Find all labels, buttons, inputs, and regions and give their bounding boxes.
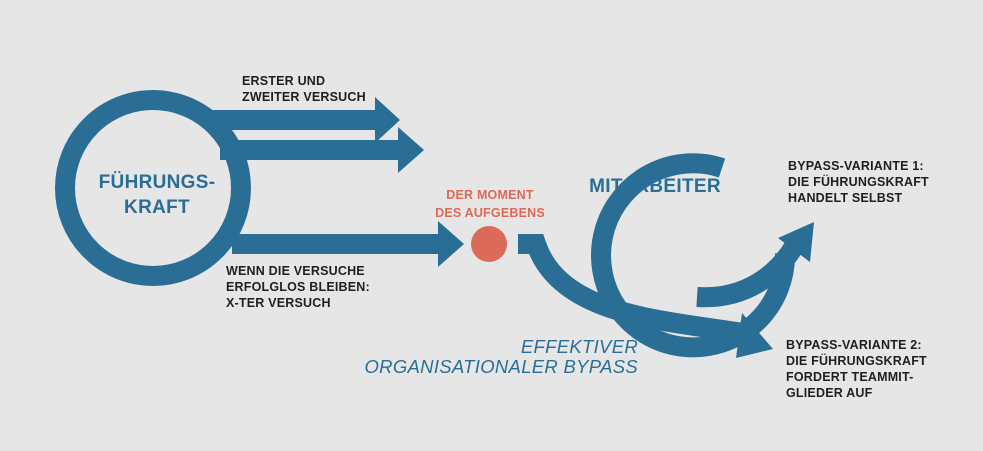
bypass-variant-2-label: BYPASS-VARIANTE 2: DIE FÜHRUNGSKRAFT FOR… bbox=[786, 338, 927, 400]
bypass-variant-1-label: BYPASS-VARIANTE 1: DIE FÜHRUNGSKRAFT HAN… bbox=[788, 159, 929, 205]
moment-dot bbox=[471, 226, 507, 262]
fuehrungskraft-label: FÜHRUNGS- KRAFT bbox=[98, 172, 216, 218]
mitarbeiter-label: MITARBEITER bbox=[589, 176, 721, 197]
moment-label: DER MOMENT DES AUFGEBENS bbox=[435, 188, 545, 220]
second-attempt-arrow bbox=[220, 127, 424, 173]
bypass-path bbox=[518, 234, 745, 343]
bypass-variant-2-arrowhead bbox=[736, 313, 773, 358]
bypass-title: EFFEKTIVER ORGANISATIONALER BYPASS bbox=[364, 336, 638, 377]
first-second-attempt-label: ERSTER UND ZWEITER VERSUCH bbox=[242, 74, 366, 104]
bypass-variant-1-branch bbox=[696, 239, 804, 308]
xth-attempt-label: WENN DIE VERSUCHE ERFOLGLOS BLEIBEN: X-T… bbox=[226, 264, 370, 310]
xth-attempt-arrow bbox=[232, 221, 464, 267]
bypass-variant-1-arrowhead bbox=[778, 222, 814, 262]
fuehrungskraft-circle bbox=[55, 90, 251, 286]
first-attempt-arrow bbox=[205, 97, 400, 143]
